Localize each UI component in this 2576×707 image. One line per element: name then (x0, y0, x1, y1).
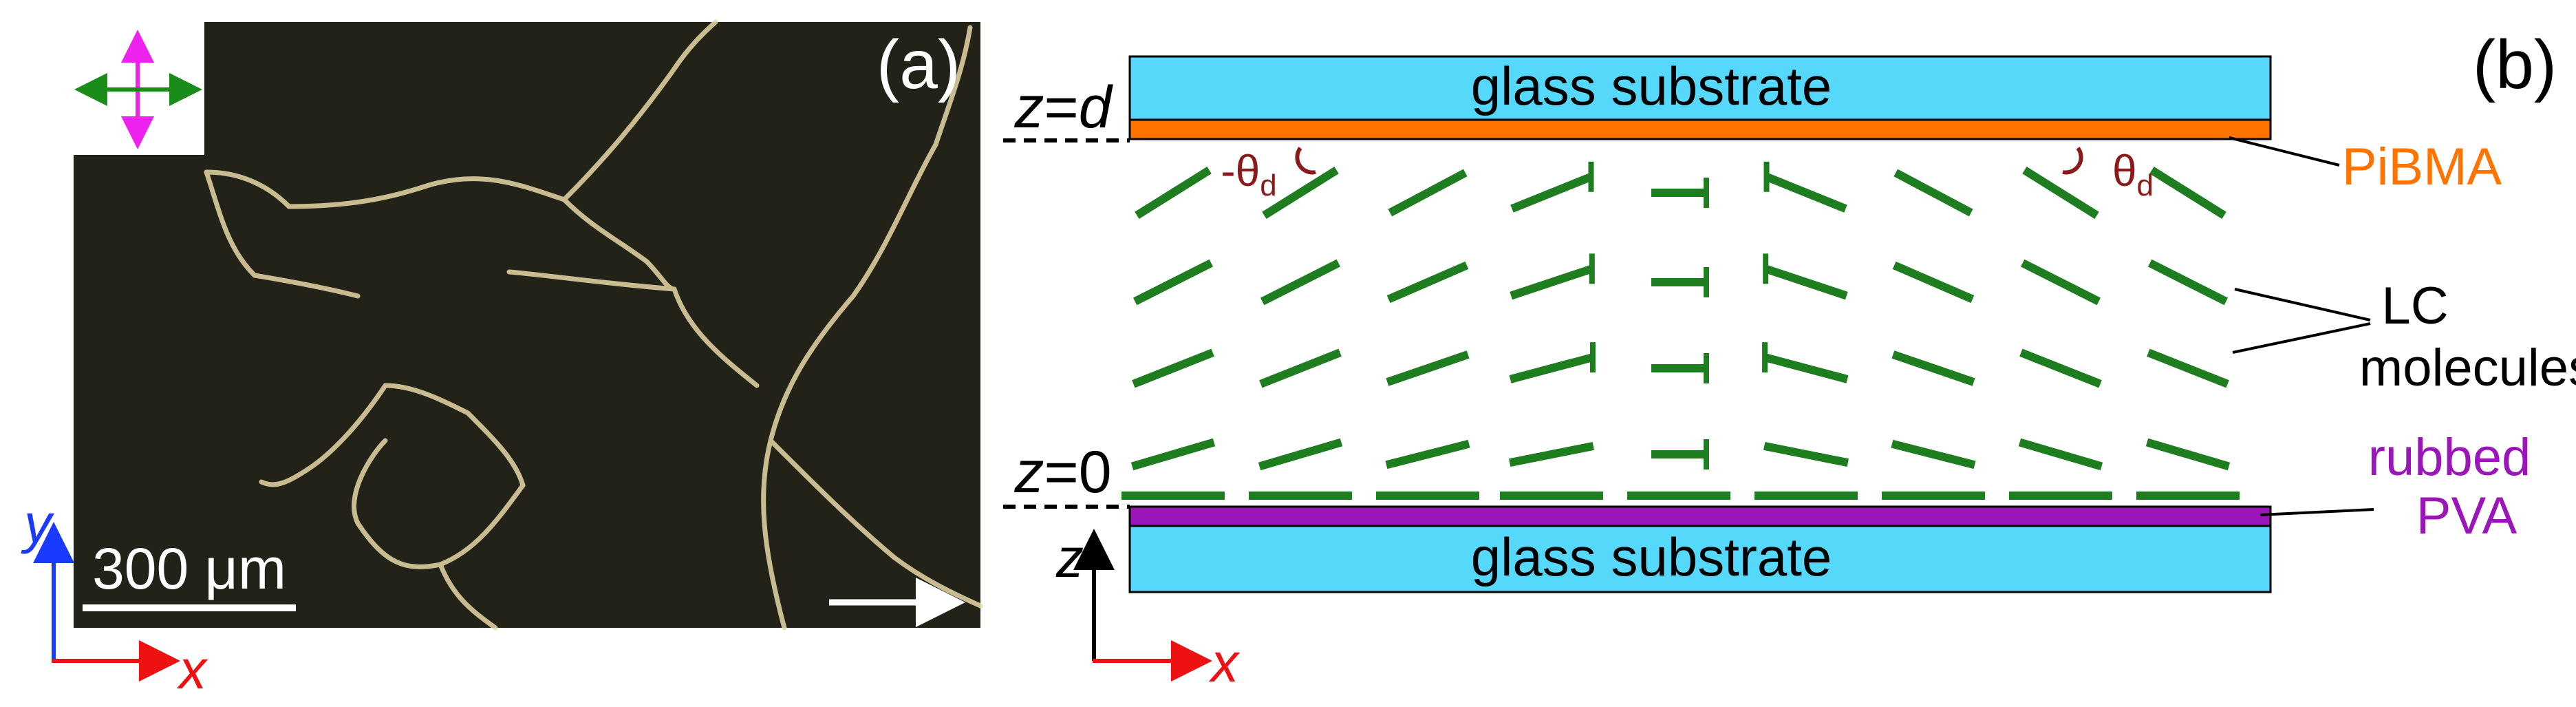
rubbed-label-line2: PVA (2416, 487, 2518, 545)
pibma-layer (1128, 118, 2272, 140)
lc-molecule (2149, 167, 2226, 219)
lc-molecule (1385, 439, 1470, 469)
scale-bar-label: 300 μm (92, 536, 286, 601)
defect-lines (204, 19, 983, 631)
lc-molecule (1262, 167, 1339, 219)
x-axis-label-b: x (1208, 632, 1241, 693)
lc-molecule (1763, 441, 1849, 467)
panel-a-label: (a) (877, 26, 960, 103)
panel-b-label: (b) (2473, 26, 2557, 103)
z-0-label: z=0 (1013, 439, 1111, 505)
lc-molecule (1132, 348, 1214, 388)
z-axis-label: z (1055, 527, 1084, 589)
rubbed-label-line1: rubbed (2368, 428, 2531, 487)
lc-label-line1: LC (2381, 277, 2448, 335)
lc-molecule (1509, 441, 1594, 467)
lc-molecule (2147, 348, 2229, 388)
crossed-polarizers-icon (74, 30, 202, 149)
panel-b: (b) glass substrate glass substrate z=d … (1003, 26, 2576, 693)
lc-molecule (1891, 439, 1976, 469)
lc-molecule (1258, 438, 1343, 471)
lc-molecule (2145, 438, 2231, 471)
z-d-label: z=d (1013, 74, 1113, 140)
lc-molecule (1260, 259, 1341, 306)
pva-layer (1128, 505, 2272, 527)
lc-molecule-field (1121, 161, 2240, 500)
scale-bar (83, 604, 296, 611)
lc-molecule (1893, 169, 1973, 217)
y-axis-label: y (21, 493, 55, 554)
pibma-label: PiBMA (2342, 138, 2502, 196)
lc-molecule (1259, 348, 1342, 388)
bottom-glass-substrate (1128, 525, 2272, 593)
lc-molecule (1130, 438, 1216, 471)
lc-molecule (1510, 264, 1593, 300)
panel-a: (a) 300 μm y x (21, 19, 983, 700)
theta-left-annotation: -θd (1221, 146, 1316, 202)
lc-molecule (1388, 169, 1468, 217)
x-axis-label: x (176, 639, 208, 700)
lc-molecule (1764, 264, 1848, 300)
lc-molecule (2022, 167, 2099, 219)
top-substrate-label: glass substrate (1471, 56, 1832, 116)
lc-molecule (1133, 259, 1214, 306)
lc-molecule (1765, 173, 1847, 213)
theta-right-label: θd (2112, 146, 2154, 202)
lc-molecule (1892, 261, 1975, 304)
lc-molecule (1891, 350, 1975, 386)
lc-molecule (1135, 167, 1212, 219)
lc-callout-line-1 (2234, 288, 2371, 321)
lc-molecule (1763, 353, 1849, 383)
theta-left-label: -θd (1221, 146, 1276, 202)
top-glass-substrate (1128, 55, 2272, 121)
pibma-callout-line (2229, 136, 2340, 167)
lc-molecule (1509, 353, 1594, 383)
lc-molecule (1510, 173, 1593, 213)
lc-label-line2: molecules (2359, 339, 2576, 397)
theta-right-annotation: θd (2062, 146, 2154, 202)
lc-molecule (2147, 259, 2229, 306)
lc-callout-line-2 (2232, 322, 2371, 354)
lc-molecule (2020, 259, 2101, 306)
pva-callout-line (2260, 508, 2374, 516)
bottom-substrate-label: glass substrate (1471, 527, 1832, 587)
lc-molecule (2019, 348, 2102, 388)
lc-molecule (1386, 350, 1470, 386)
lc-molecule (1386, 261, 1469, 304)
lc-molecule (2018, 438, 2103, 471)
